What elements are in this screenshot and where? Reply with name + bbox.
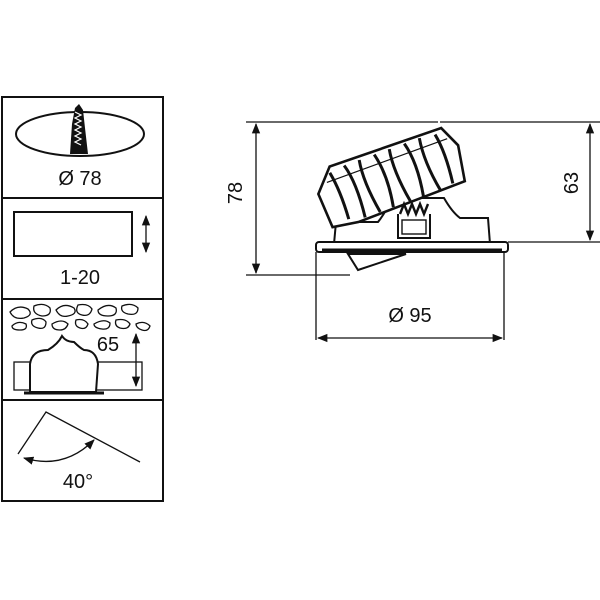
height-above-label: 63	[561, 172, 583, 194]
tilted-lamp-head	[316, 126, 467, 229]
saw-blade-icon	[70, 104, 88, 154]
diameter-label: Ø 95	[388, 305, 431, 327]
ceiling-thickness-label: 1-20	[60, 267, 100, 289]
cutout-panel: Ø 78	[15, 104, 145, 190]
recess-depth-panel: 65	[9, 303, 151, 395]
tilt-arc-arrow-icon	[23, 439, 95, 465]
cutout-diameter-label: Ø 78	[58, 168, 101, 190]
recessed-housing-icon	[29, 334, 100, 393]
height-total-label: 78	[225, 182, 247, 204]
tilt-panel: 40°	[17, 411, 141, 493]
ceiling-section-icon	[13, 211, 133, 257]
luminaire-body-icon	[315, 126, 509, 272]
stone-layer-icon	[9, 303, 151, 332]
ceiling-thickness-panel: 1-20	[13, 211, 151, 289]
installation-panels: Ø 78 1-20	[1, 96, 164, 502]
recess-depth-label: 65	[97, 334, 119, 356]
lower-reflector	[346, 253, 407, 272]
tilt-angle-lines-icon	[17, 411, 141, 463]
side-view-drawing: 78 63 Ø 95	[225, 121, 600, 343]
tilt-angle-label: 40°	[63, 471, 93, 493]
